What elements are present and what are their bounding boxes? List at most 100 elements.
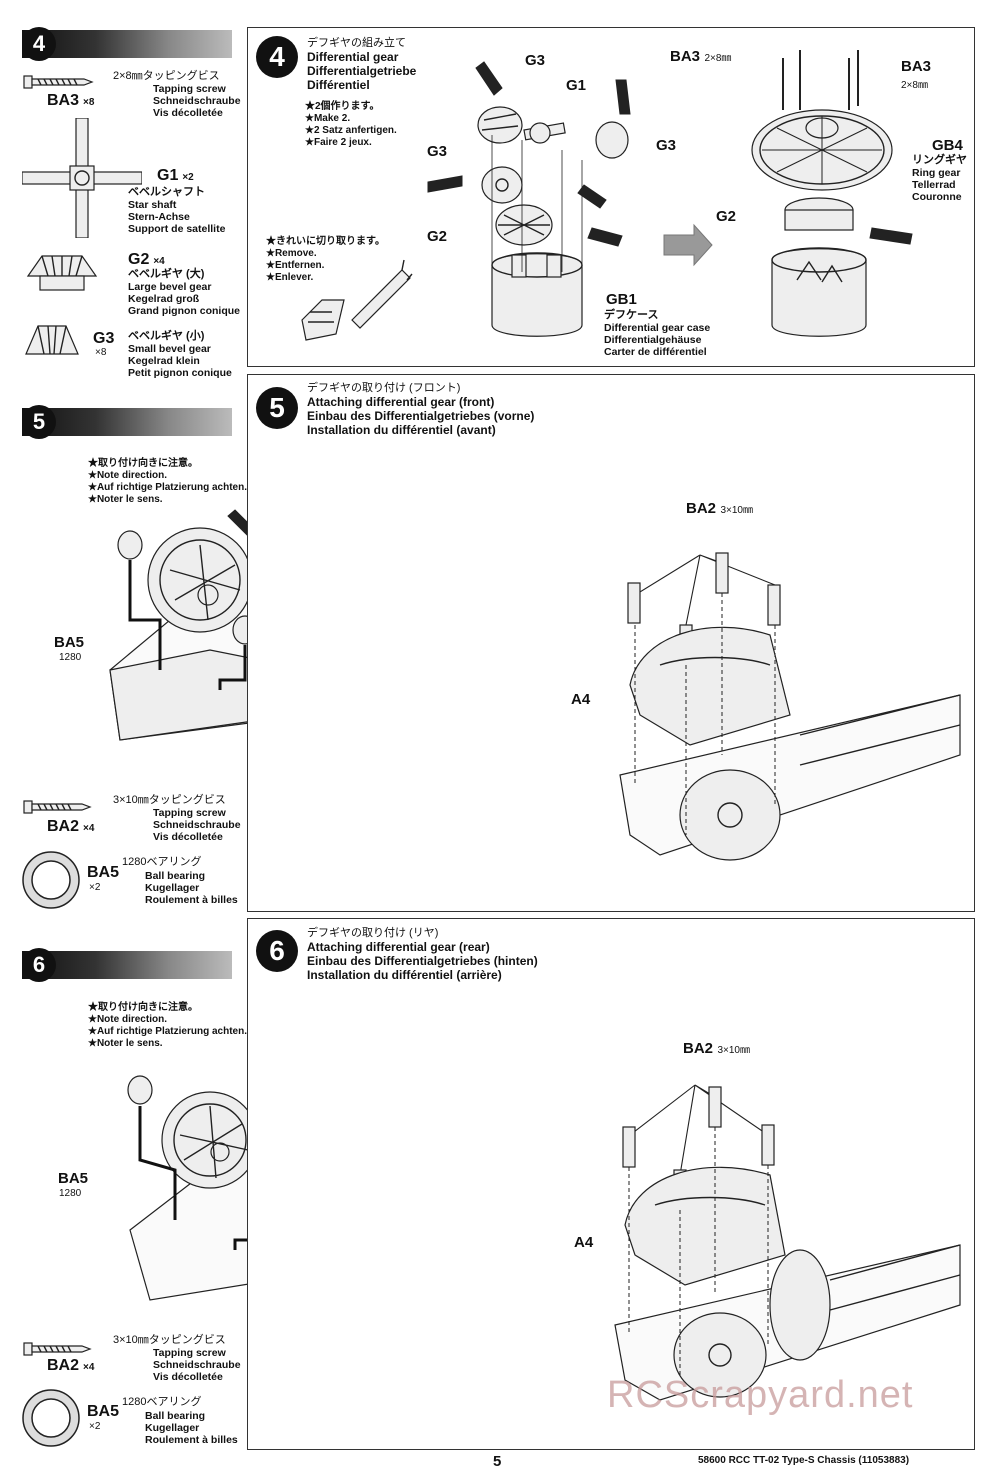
step-4-number: 4 (22, 27, 56, 61)
tapping-screw-icon (23, 1342, 92, 1356)
label-ba5: BA5 (54, 634, 85, 651)
part-name: Tapping screw (153, 807, 226, 819)
part-code-g3: G3 (93, 330, 115, 347)
part-name: Grand pignon conique (128, 305, 240, 317)
part-qty: ×8 (95, 347, 107, 358)
page-number: 5 (493, 1453, 502, 1470)
step-5-title-en: Attaching differential gear (front) (307, 395, 495, 409)
large-bevel-gear-icon (26, 255, 98, 291)
part-name: Roulement à billes (145, 894, 238, 906)
label-ba5-sub: 1280 (59, 1188, 82, 1199)
part-name: Vis décolletée (153, 831, 223, 843)
remove-note: ★Entfernen. (266, 260, 325, 271)
step-6-title-jp: デフギヤの取り付け (リヤ) (307, 927, 439, 939)
part-code-ba5: BA5 (87, 1403, 120, 1420)
remove-note: ★Remove. (266, 248, 317, 259)
part-name: Kegelrad klein (128, 355, 200, 367)
part-name: Vis décolletée (153, 107, 223, 119)
part-qty: ×4 (83, 1362, 95, 1373)
step-6-panel-number: 6 (256, 930, 298, 972)
direction-note: ★Auf richtige Platzierung achten. (88, 1026, 247, 1037)
part-name: Kugellager (145, 1422, 200, 1434)
step-6-title-en: Attaching differential gear (rear) (307, 940, 490, 954)
assembled-differential (751, 50, 913, 337)
part-name: Ring gear (912, 167, 961, 179)
direction-note: ★Note direction. (88, 1014, 167, 1025)
step-5-panel-number: 5 (256, 387, 298, 429)
step-5-bar (22, 408, 232, 436)
remove-note: ★きれいに切り取ります。 (266, 236, 385, 247)
part-qty: ×2 (182, 172, 194, 183)
label-g1: G1 (566, 77, 587, 94)
label-g3: G3 (427, 143, 448, 160)
ball-bearing-icon (22, 1389, 80, 1447)
part-name: Couronne (912, 191, 962, 203)
label-g3: G3 (525, 52, 546, 69)
part-code-ba3: BA3 (47, 92, 80, 109)
label-gb4: GB4 (932, 137, 963, 154)
part-name: Star shaft (128, 199, 177, 211)
step-6-bar (22, 951, 232, 979)
differential-assembly-drawing (301, 50, 913, 341)
label-ba5: BA5 (58, 1170, 89, 1187)
step-5-title-jp: デフギヤの取り付け (フロント) (307, 382, 461, 394)
part-name: ベベルギヤ (大) (128, 268, 205, 280)
make-note: ★Make 2. (305, 113, 351, 124)
make-note: ★Faire 2 jeux. (305, 137, 372, 148)
part-name: デフケース (604, 309, 659, 321)
part-qty: ×2 (89, 882, 101, 893)
part-name: Large bevel gear (128, 281, 212, 293)
part-size: 3×10㎜タッピングビス (113, 1334, 226, 1346)
step-5-title-de: Einbau des Differentialgetriebes (vorne) (307, 409, 535, 423)
label-ba2-size: 3×10㎜ (717, 1045, 750, 1056)
part-qty: ×4 (153, 256, 165, 267)
sprue-cutting-illustration (301, 259, 413, 341)
make-note: ★2個作ります。 (305, 101, 380, 112)
step-6-title-de: Einbau des Differentialgetriebes (hinten… (307, 954, 538, 968)
part-qty: ×2 (89, 1421, 101, 1432)
part-name: Schneidschraube (153, 1359, 241, 1371)
part-name: Petit pignon conique (128, 367, 232, 379)
direction-note: ★取り付け向きに注意。 (88, 458, 198, 469)
label-ba3: BA3 (901, 58, 932, 75)
part-name: Vis décolletée (153, 1371, 223, 1383)
label-ba2: BA2 (686, 500, 717, 517)
part-name: Kugellager (145, 882, 200, 894)
tapping-screw-icon (23, 800, 92, 814)
label-g2: G2 (427, 228, 448, 245)
step-4-title-en: Differential gear (307, 50, 399, 64)
front-cover-drawing (619, 552, 961, 861)
direction-note: ★Noter le sens. (88, 1038, 163, 1049)
label-gb1: GB1 (606, 291, 637, 308)
part-size: 3×10㎜タッピングビス (113, 794, 226, 806)
part-code-g2: G2 (128, 251, 150, 268)
part-name: Schneidschraube (153, 819, 241, 831)
part-name: Tapping screw (153, 83, 226, 95)
step-4-title-de: Differentialgetriebe (307, 64, 417, 78)
part-code-ba2: BA2 (47, 818, 80, 835)
part-name: Schneidschraube (153, 95, 241, 107)
remove-note: ★Enlever. (266, 272, 314, 283)
direction-note: ★取り付け向きに注意。 (88, 1002, 198, 1013)
direction-note: ★Note direction. (88, 470, 167, 481)
label-g2: G2 (716, 208, 737, 225)
part-name: Roulement à billes (145, 1434, 238, 1446)
step-4-title-jp: デフギヤの組み立て (307, 37, 406, 49)
label-ba3-size: 2×8㎜ (901, 80, 928, 91)
watermark: RCScrapyard.net (607, 1374, 914, 1416)
tapping-screw-icon (23, 75, 94, 89)
label-ba2: BA2 (683, 1040, 714, 1057)
part-name: Support de satellite (128, 223, 226, 235)
part-name: Differentialgehäuse (604, 334, 702, 346)
label-ba2-size: 3×10㎜ (720, 505, 753, 516)
part-size: 1280ベアリング (122, 856, 202, 868)
part-name: Ball bearing (145, 870, 206, 882)
label-g3: G3 (656, 137, 677, 154)
part-code-ba2: BA2 (47, 1357, 80, 1374)
step-5-number: 5 (22, 405, 56, 439)
document-id: 58600 RCC TT-02 Type-S Chassis (11053883… (698, 1455, 910, 1466)
rear-cover-drawing (614, 1084, 961, 1401)
part-qty: ×4 (83, 823, 95, 834)
part-size: 1280ベアリング (122, 1396, 202, 1408)
step-5-title-fr: Installation du différentiel (avant) (307, 423, 496, 437)
